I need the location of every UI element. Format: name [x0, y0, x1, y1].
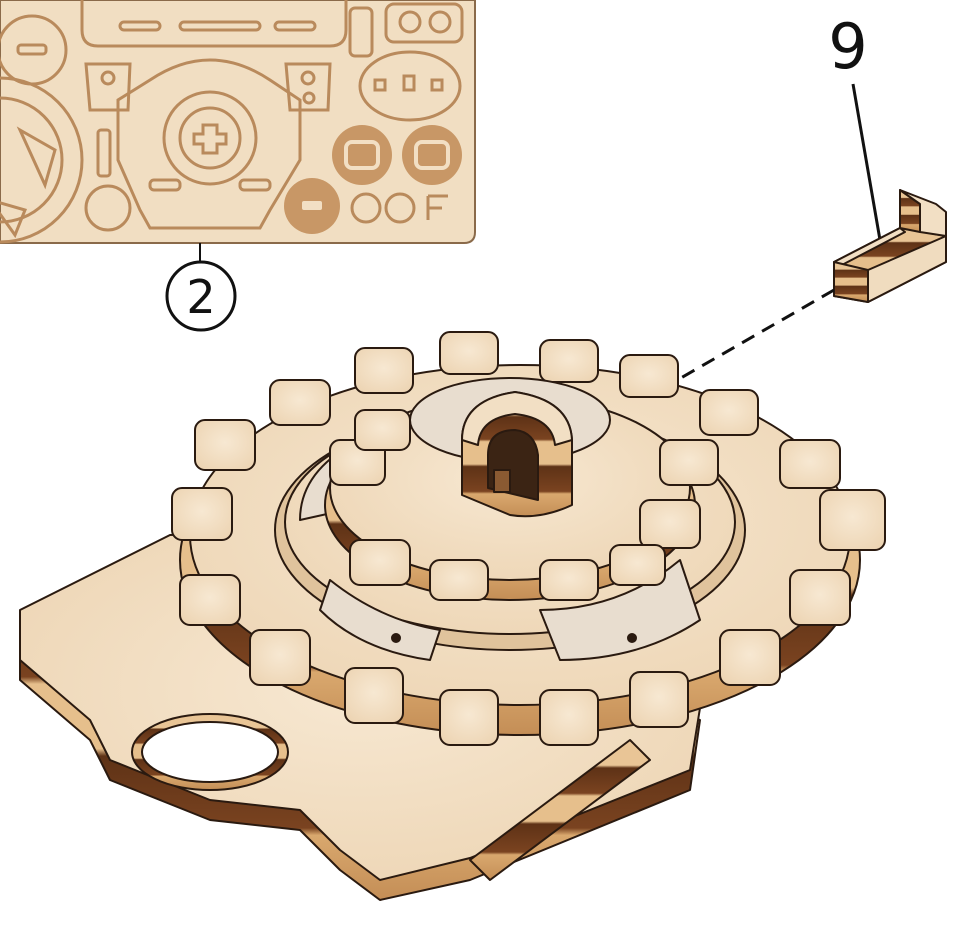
- callout-sheet-number: 2: [186, 270, 215, 324]
- callout-sheet-2: 2: [167, 262, 235, 330]
- callout-part-number: 9: [828, 10, 867, 83]
- callout-part-9: 9: [828, 10, 880, 240]
- plywood-sheet-icon: [0, 0, 475, 262]
- gear-assembly-icon: [20, 332, 885, 900]
- wooden-block-part-icon: [834, 190, 946, 302]
